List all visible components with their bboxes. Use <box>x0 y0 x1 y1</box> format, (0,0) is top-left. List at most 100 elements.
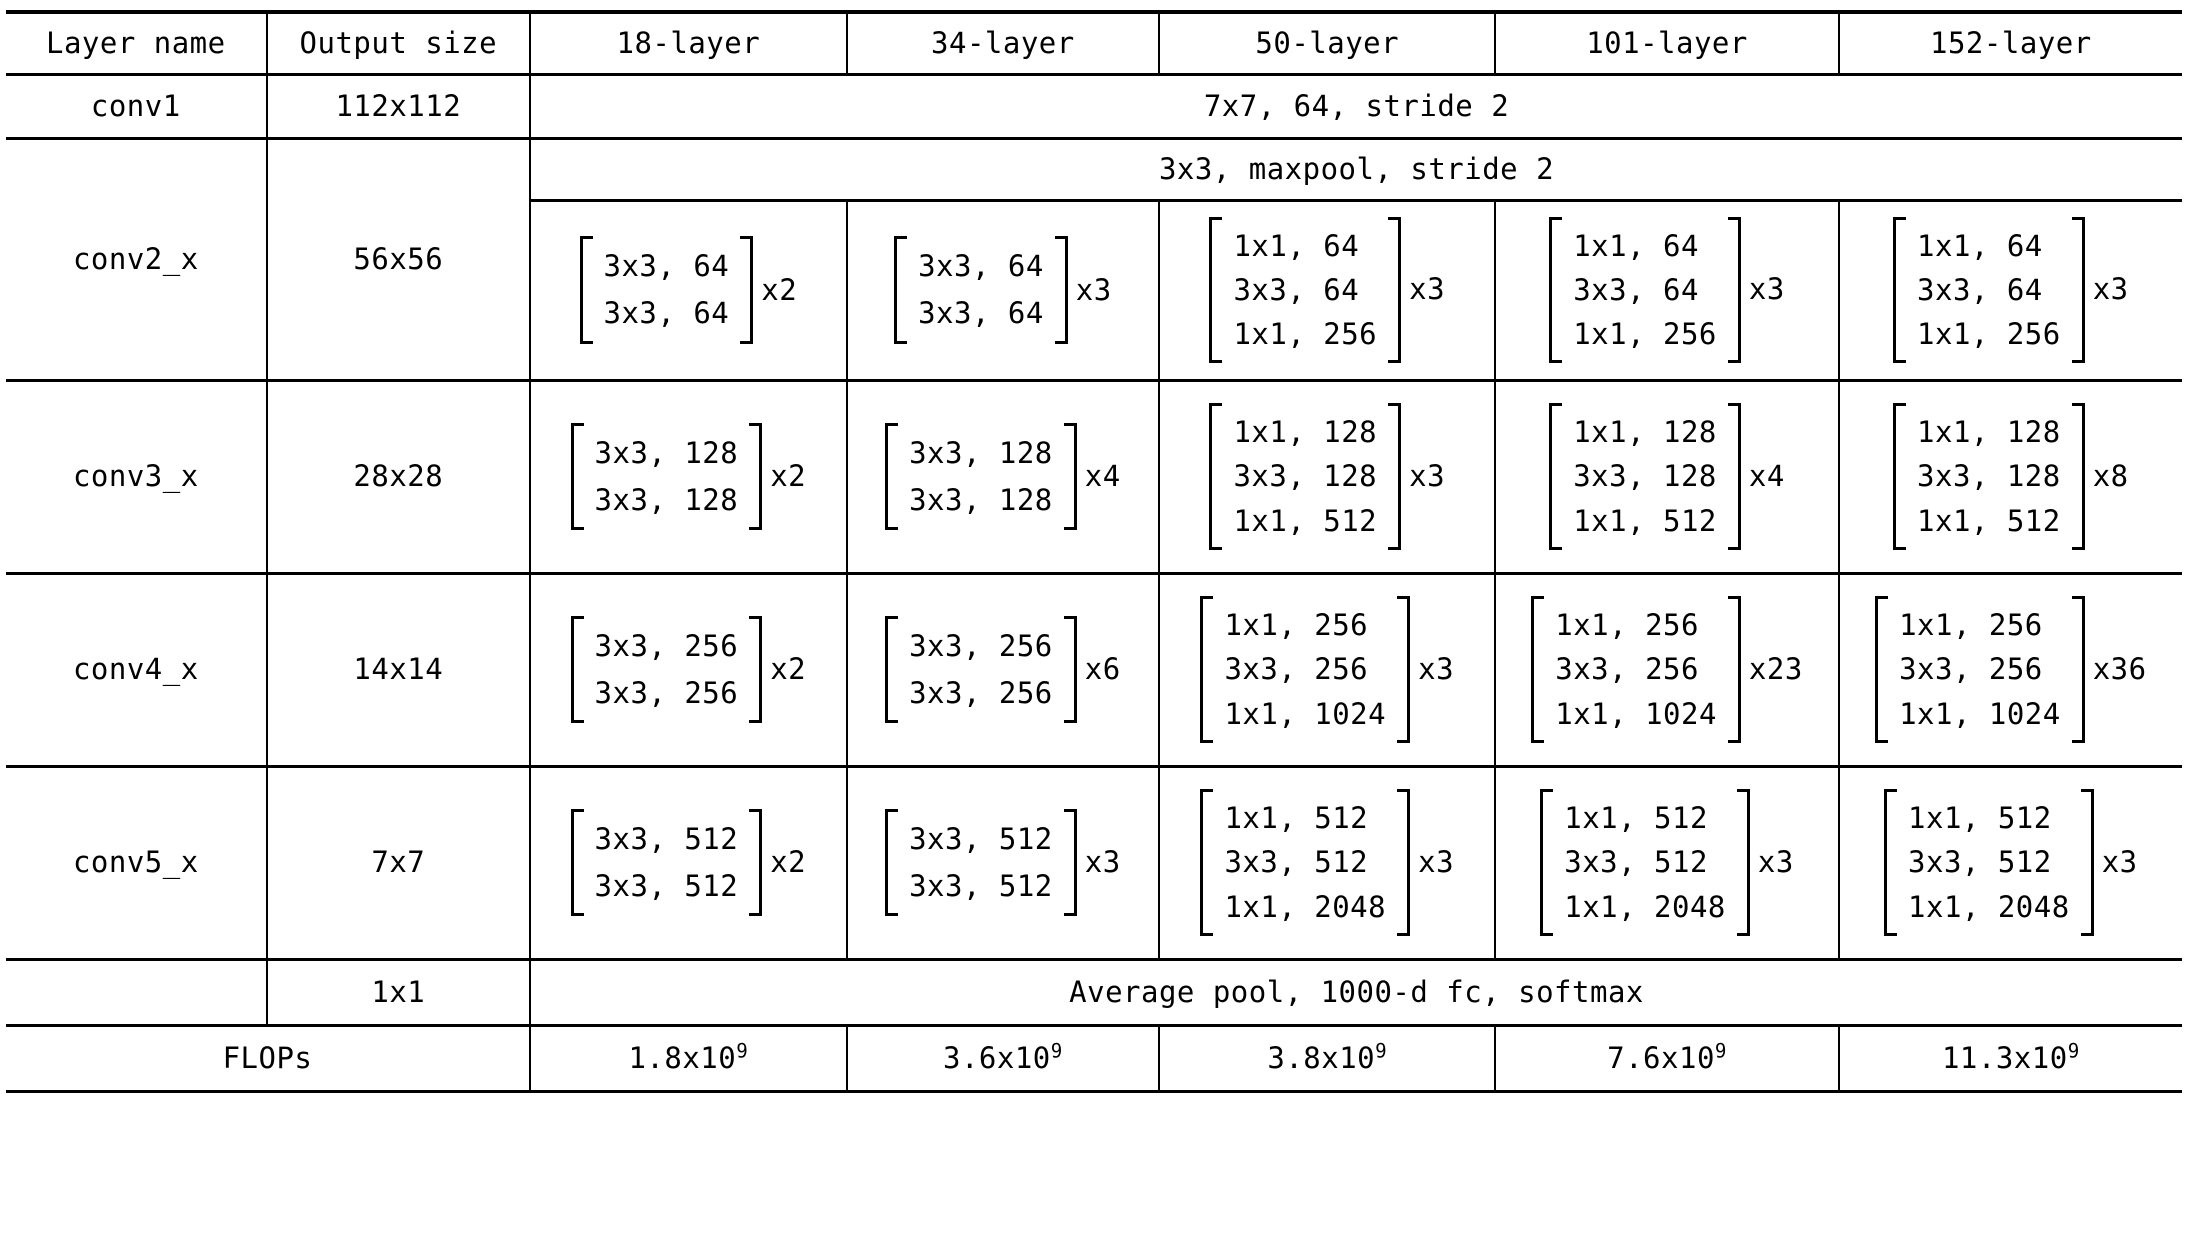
bracket-left <box>570 422 584 531</box>
bracket-left <box>1200 789 1214 936</box>
cell-flops-34: 3.6x109 <box>845 1025 1160 1091</box>
bracket-right <box>749 422 763 531</box>
block-multiplier: x2 <box>770 652 807 686</box>
block-line: 3x3, 512 <box>909 868 1053 903</box>
cell-conv2-layer-name: conv2_x <box>72 241 199 276</box>
block-multiplier: x3 <box>1075 272 1112 307</box>
bracket-right <box>1054 236 1068 344</box>
cell-conv4x-18: 3x3, 256 3x3, 256 x2 <box>529 573 847 766</box>
bracket-group: 3x3, 64 3x3, 64 <box>894 236 1068 344</box>
bracket-left <box>1200 596 1214 743</box>
cell-conv3x-layer-name: conv3_x <box>72 459 199 493</box>
block-line: 3x3, 128 <box>1917 459 2061 494</box>
cell-conv5x-18: 3x3, 512 3x3, 512 x2 <box>529 766 847 959</box>
block-multiplier: x3 <box>1409 458 1446 493</box>
cell-conv5x-output-size: 7x7 <box>265 766 531 959</box>
block-line: 3x3, 128 <box>909 482 1053 517</box>
bracket-group: 1x1, 256 3x3, 256 1x1, 1024 <box>1875 596 2085 743</box>
block-line: 1x1, 128 <box>1573 415 1717 450</box>
block-multiplier: x3 <box>2092 272 2129 307</box>
cell-avgpool-output-size: 1x1 <box>265 959 531 1025</box>
bracket-group: 1x1, 64 3x3, 64 1x1, 256 <box>1209 216 1402 364</box>
block-line: 3x3, 128 <box>1233 459 1378 494</box>
bracket-group: 3x3, 512 3x3, 512 <box>885 808 1077 917</box>
block-line: 3x3, 512 <box>1224 845 1369 880</box>
block-multiplier: x3 <box>2101 844 2138 879</box>
block-multiplier: x2 <box>770 845 807 879</box>
block-line: 3x3, 128 <box>1573 459 1717 494</box>
cell-conv1-output-size: 112x112 <box>265 74 531 138</box>
header-152-layer: 152-layer <box>1837 12 2182 74</box>
bracket-group: 1x1, 128 3x3, 128 1x1, 512 <box>1549 403 1741 550</box>
block-line: 3x3, 128 <box>909 435 1053 470</box>
bracket-right <box>1397 789 1411 936</box>
bracket-left <box>1549 216 1563 364</box>
table-row-conv1: conv1 112x112 7x7, 64, stride 2 <box>6 74 2182 138</box>
resnet-architecture-table: Layer name Output size 18-layer 34-layer… <box>6 10 2182 1093</box>
block-line: 1x1, 128 <box>1233 415 1378 450</box>
header-101-layer: 101-layer <box>1494 12 1839 74</box>
cell-conv4x-50: 1x1, 256 3x3, 256 1x1, 1024 x3 <box>1158 573 1496 766</box>
block-multiplier: x36 <box>2092 651 2147 686</box>
cell-conv3x-output-size: 28x28 <box>265 380 531 573</box>
table-row-conv4x: conv4_x 14x14 3x3, 256 3x3, 256 x2 <box>6 573 2182 766</box>
bracket-group: 1x1, 128 3x3, 128 1x1, 512 <box>1209 403 1402 550</box>
bracket-left <box>885 422 899 531</box>
bracket-right <box>1727 403 1741 550</box>
bracket-group: 3x3, 256 3x3, 256 <box>885 615 1077 724</box>
bracket-left <box>885 615 899 724</box>
block-multiplier: x2 <box>761 272 798 307</box>
table-row-conv5x: conv5_x 7x7 3x3, 512 3x3, 512 x2 <box>6 766 2182 959</box>
block-line: 3x3, 256 <box>909 675 1053 710</box>
cell-conv2x-101: 1x1, 64 3x3, 64 1x1, 256 x3 <box>1494 200 1839 380</box>
block-line: 1x1, 512 <box>1233 503 1378 538</box>
flops-value-mantissa: 1.8x10 <box>628 1040 737 1075</box>
bracket-right <box>1727 596 1741 743</box>
cell-flops-label: FLOPs <box>222 1040 313 1075</box>
bracket-group: 1x1, 64 3x3, 64 1x1, 256 <box>1549 216 1741 364</box>
block-line: 3x3, 64 <box>1917 272 2043 307</box>
bracket-group: 1x1, 128 3x3, 128 1x1, 512 <box>1893 403 2085 550</box>
flops-value-mantissa: 7.6x10 <box>1607 1040 1715 1075</box>
cell-conv2x-18: 3x3, 64 3x3, 64 x2 <box>529 200 847 380</box>
cell-conv4x-34: 3x3, 256 3x3, 256 x6 <box>845 573 1160 766</box>
header-50-layer: 50-layer <box>1158 12 1496 74</box>
block-line: 1x1, 64 <box>1573 228 1699 263</box>
bracket-group: 1x1, 256 3x3, 256 1x1, 1024 <box>1200 596 1411 743</box>
block-multiplier: x2 <box>770 459 807 493</box>
block-line: 1x1, 256 <box>1233 317 1378 352</box>
bracket-group: 1x1, 512 3x3, 512 1x1, 2048 <box>1200 789 1411 936</box>
flops-value-exponent: 9 <box>736 1038 749 1062</box>
cell-conv4x-101: 1x1, 256 3x3, 256 1x1, 1024 x23 <box>1494 573 1839 766</box>
flops-value-mantissa: 3.6x10 <box>943 1040 1051 1075</box>
block-multiplier: x3 <box>1748 272 1785 307</box>
bracket-left <box>885 808 899 917</box>
bracket-group: 1x1, 256 3x3, 256 1x1, 1024 <box>1531 596 1741 743</box>
table-row-flops: FLOPs 1.8x109 3.6x109 3.8x109 7.6x109 11… <box>6 1025 2182 1091</box>
bracket-left <box>1884 789 1898 936</box>
cell-conv3x-101: 1x1, 128 3x3, 128 1x1, 512 x4 <box>1494 380 1839 573</box>
header-18-layer: 18-layer <box>529 12 847 74</box>
header-output-size: Output size <box>265 12 531 74</box>
bracket-right <box>1063 808 1077 917</box>
bracket-left <box>570 615 584 724</box>
block-line: 3x3, 128 <box>594 435 739 470</box>
block-line: 3x3, 256 <box>1899 652 2043 687</box>
block-line: 1x1, 1024 <box>1899 696 2061 731</box>
cell-flops-152: 11.3x109 <box>1837 1025 2182 1091</box>
cell-conv2-output-size: 56x56 <box>265 138 531 380</box>
table-row-avgpool: 1x1 Average pool, 1000-d fc, softmax <box>6 959 2182 1025</box>
block-line: 3x3, 512 <box>594 868 739 903</box>
block-line: 1x1, 256 <box>1224 608 1369 643</box>
cell-avgpool-spec: Average pool, 1000-d fc, softmax <box>529 959 2182 1025</box>
cell-conv1-spec: 7x7, 64, stride 2 <box>529 74 2182 138</box>
flops-value-mantissa: 3.8x10 <box>1267 1040 1376 1075</box>
block-line: 1x1, 64 <box>1233 228 1360 263</box>
flops-value-exponent: 9 <box>2067 1038 2080 1062</box>
block-line: 1x1, 128 <box>1917 415 2061 450</box>
bracket-left <box>1540 789 1554 936</box>
cell-conv1-layer-name: conv1 <box>90 88 181 123</box>
bracket-left <box>1893 216 1907 364</box>
cell-avgpool-layer-name <box>6 959 267 1025</box>
block-multiplier: x3 <box>1084 845 1121 879</box>
